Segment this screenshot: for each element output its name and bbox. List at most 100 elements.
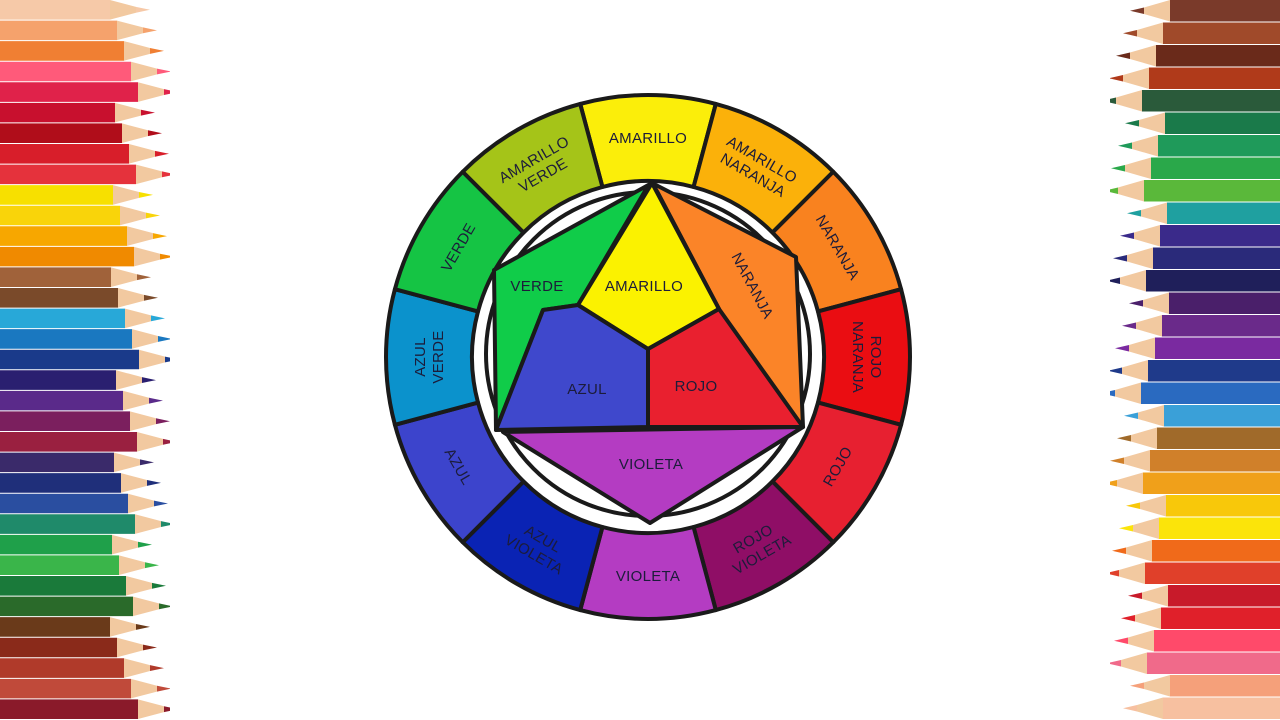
pencil-wood bbox=[1125, 157, 1151, 179]
pencil-body bbox=[0, 493, 128, 514]
pencil-body bbox=[1146, 270, 1280, 292]
pencil-wood bbox=[133, 596, 159, 617]
pencil bbox=[1114, 630, 1280, 652]
pencil-tip bbox=[148, 130, 162, 137]
pencil-body bbox=[0, 102, 115, 123]
pencil-wood bbox=[122, 123, 148, 143]
pencil-body bbox=[1158, 135, 1280, 157]
pencil bbox=[0, 473, 161, 493]
pencil-wood bbox=[113, 185, 139, 205]
pencil bbox=[0, 41, 164, 61]
pencil-body bbox=[1161, 607, 1280, 629]
pencil-body bbox=[0, 20, 117, 41]
pencil-body bbox=[0, 473, 121, 493]
pencil bbox=[0, 637, 157, 658]
pencil-body bbox=[0, 288, 118, 308]
pencil-tip bbox=[1115, 345, 1129, 352]
pencil bbox=[0, 329, 170, 349]
pencil-tip bbox=[1116, 52, 1130, 59]
pencil bbox=[0, 123, 162, 143]
secondary-label-violeta: VIOLETA bbox=[619, 456, 683, 473]
pencil-tip bbox=[1130, 7, 1144, 14]
pencil bbox=[1125, 112, 1280, 134]
pencil-tip bbox=[1119, 525, 1133, 532]
pencil-body bbox=[0, 534, 112, 555]
pencil-body bbox=[0, 41, 124, 61]
pencil-body bbox=[0, 576, 126, 596]
pencil-body bbox=[0, 555, 119, 575]
pencil-tip bbox=[1110, 660, 1121, 667]
pencil-tip bbox=[1123, 705, 1137, 712]
pencil-body bbox=[1142, 90, 1280, 112]
primary-label-amarillo: AMARILLO bbox=[605, 278, 683, 295]
pencil-body bbox=[1156, 45, 1280, 67]
pencil-tip bbox=[157, 68, 170, 75]
pencil bbox=[0, 20, 157, 41]
pencil-tip bbox=[1110, 75, 1123, 82]
secondary-label-verde: VERDE bbox=[510, 278, 563, 295]
pencil-tip bbox=[149, 397, 163, 404]
pencil-body bbox=[0, 164, 136, 185]
pencil-body bbox=[0, 658, 124, 678]
inner-triangle-diagram: AMARILLO ROJO AZUL NARANJA VIOLETA VERDE bbox=[492, 181, 805, 525]
pencil-body bbox=[1141, 382, 1280, 404]
pencil-wood bbox=[1119, 562, 1145, 584]
pencil-tip bbox=[150, 47, 164, 54]
pencil bbox=[1129, 292, 1280, 314]
pencil bbox=[0, 658, 164, 678]
pencil-wood bbox=[1136, 315, 1162, 337]
pencil bbox=[1110, 90, 1280, 112]
pencil bbox=[0, 349, 170, 370]
pencil-wood bbox=[111, 267, 137, 287]
pencil-wood bbox=[1138, 405, 1164, 427]
pencil bbox=[1113, 247, 1280, 269]
pencil-wood bbox=[117, 20, 143, 41]
pencil-wood bbox=[1137, 697, 1163, 719]
pencil bbox=[0, 267, 151, 287]
pencil-body bbox=[1166, 495, 1280, 517]
pencil-tip bbox=[1110, 390, 1115, 397]
pencil-tip bbox=[156, 418, 170, 425]
pencil bbox=[1110, 270, 1280, 292]
pencil bbox=[0, 596, 170, 617]
pencil bbox=[0, 617, 150, 637]
pencil bbox=[1110, 180, 1280, 202]
pencil bbox=[1121, 607, 1280, 629]
pencil-wood bbox=[128, 493, 154, 514]
pencil-body bbox=[1157, 427, 1280, 449]
pencil bbox=[1130, 675, 1280, 697]
pencil bbox=[1123, 697, 1280, 719]
pencil bbox=[0, 678, 170, 699]
pencil-body bbox=[1164, 405, 1280, 427]
pencil-tip bbox=[1112, 547, 1126, 554]
pencil-tip bbox=[159, 603, 170, 610]
pencil-body bbox=[1163, 697, 1280, 719]
pencil-body bbox=[1170, 675, 1280, 697]
pencil-wood bbox=[1132, 135, 1158, 157]
pencil bbox=[1111, 157, 1280, 179]
pencil-tip bbox=[1126, 502, 1140, 509]
pencil-tip bbox=[140, 459, 154, 466]
pencil-wood bbox=[1126, 540, 1152, 562]
pencil bbox=[1110, 450, 1280, 472]
pencil-tip bbox=[1118, 142, 1132, 149]
pencil bbox=[0, 82, 170, 102]
pencil bbox=[1122, 315, 1280, 337]
pencil-wood bbox=[118, 288, 144, 308]
pencil-tip bbox=[144, 294, 158, 301]
pencil-wood bbox=[120, 205, 146, 226]
pencil bbox=[1123, 22, 1280, 44]
pencil-body bbox=[0, 370, 116, 390]
pencil-body bbox=[1143, 472, 1280, 494]
pencil-tip bbox=[154, 500, 168, 507]
pencil-wood bbox=[1130, 45, 1156, 67]
pencil-wood bbox=[134, 246, 160, 267]
pencil-wood bbox=[116, 370, 142, 390]
pencil-wood bbox=[117, 637, 143, 658]
pencil-tip bbox=[1110, 570, 1119, 577]
pencil bbox=[1115, 337, 1280, 359]
pencil-body bbox=[0, 637, 117, 658]
pencil-tip bbox=[150, 665, 164, 672]
